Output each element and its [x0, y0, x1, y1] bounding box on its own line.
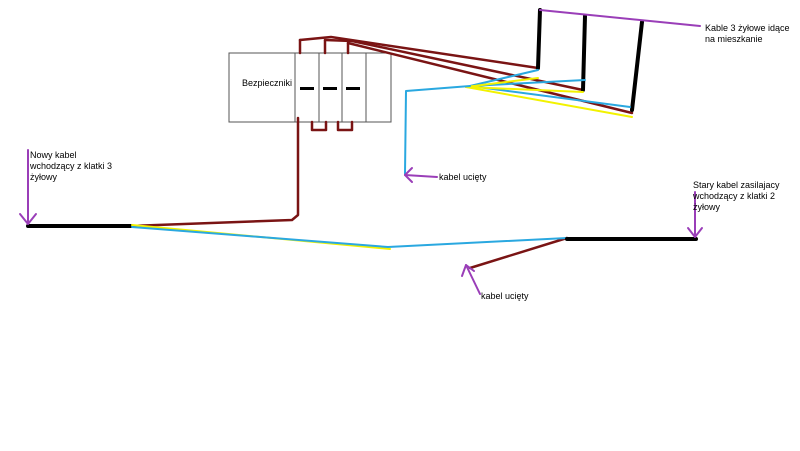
brown-cut-wire-bottom — [468, 236, 569, 270]
breaker-bridge-loop — [336, 120, 354, 132]
new-cable-label: Nowy kabel wchodzący z klatki 3 żyłowy — [30, 150, 112, 183]
breaker-switch — [300, 87, 314, 90]
apartment-cable-sheath — [630, 20, 644, 112]
arrow-old-cable — [687, 191, 703, 238]
old-cable-label-line: wchodzący z klatki 2 — [693, 191, 776, 201]
breaker-box — [228, 52, 392, 123]
yellow-wire-apartment — [465, 86, 584, 93]
apartment-cable-sheath — [536, 8, 542, 70]
old-cable-label-line: Stary kabel zasilajacy — [693, 180, 780, 190]
apartment-cables-label-line: na mieszkanie — [705, 34, 763, 44]
apartment-cables-label: Kable 3 żyłowe idące na mieszkanie — [705, 23, 790, 45]
old-cable-label: Stary kabel zasilajacy wchodzący z klatk… — [693, 180, 780, 213]
arrow-cut-cable-bottom — [461, 264, 481, 295]
arrow-cut-cable-top — [404, 167, 438, 183]
arrow-new-cable — [19, 149, 37, 225]
new-cable-label-line: żyłowy — [30, 172, 58, 182]
new-cable-label-line: wchodzący z klatki 3 — [30, 161, 113, 171]
yellow-wire-apartment — [465, 77, 539, 88]
apartment-cable-sheath — [581, 14, 587, 92]
brown-wire-to-apartment — [323, 38, 585, 92]
arrow-apartment-cables — [539, 9, 701, 27]
blue-wire-apartment — [469, 69, 539, 87]
cut-cable-top-label: kabel ucięty — [439, 172, 487, 182]
breaker-box-label: Bezpieczniki — [242, 78, 293, 88]
blue-wire-main — [131, 226, 568, 248]
breaker-switch — [323, 87, 337, 90]
breaker-bridge-loop — [310, 120, 328, 132]
yellow-wire-apartment — [465, 86, 633, 118]
cut-cable-bottom-label: kabel ucięty — [481, 291, 529, 301]
old-cable-label-line: żyłowy — [693, 202, 721, 212]
new-cable-label-line: Nowy kabel — [30, 150, 77, 160]
blue-cut-wire-top — [404, 85, 471, 175]
breaker-switch — [346, 87, 360, 90]
brown-wire-to-apartment — [298, 35, 540, 70]
brown-wire-down — [128, 116, 300, 228]
apartment-cables-label-line: Kable 3 żyłowe idące — [705, 23, 790, 33]
blue-wire-apartment — [469, 85, 631, 108]
